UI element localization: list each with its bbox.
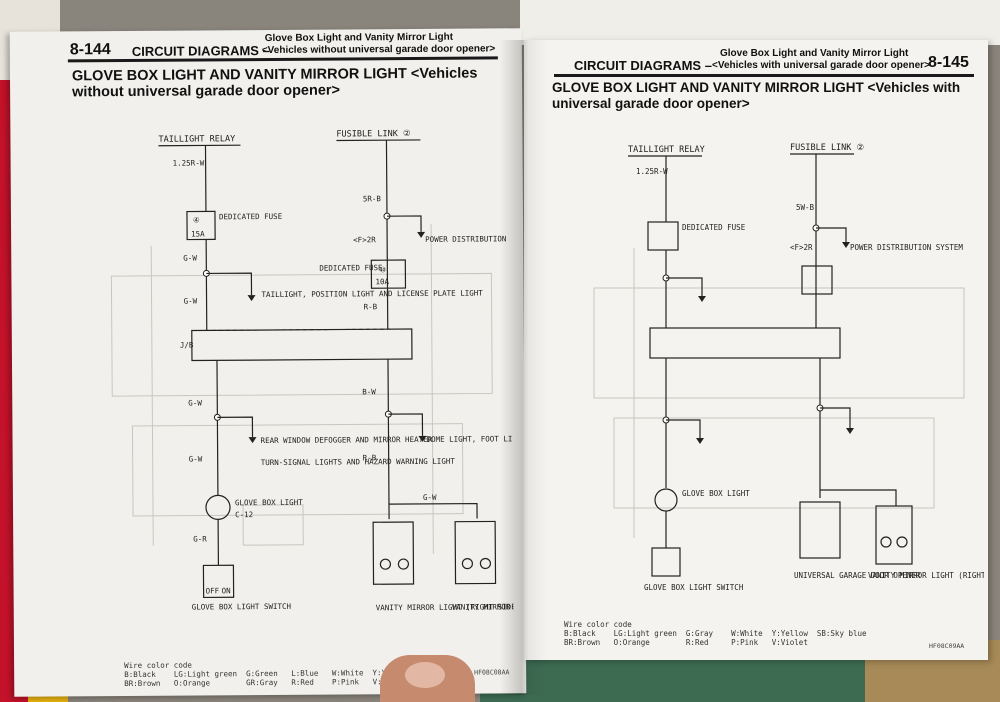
section-header: CIRCUIT DIAGRAMS – [574, 58, 712, 73]
bleed-through-lines [593, 248, 965, 538]
power-distribution-label: POWER DISTRIBUTION SYSTEM [425, 234, 514, 244]
bleed-through-lines [110, 223, 493, 554]
glove-box-switch-label: GLOVE BOX LIGHT SWITCH [644, 583, 744, 592]
dedicated-fuse-box [186, 210, 216, 241]
dedicated-fuse-label: DEDICATED FUSE [682, 223, 746, 232]
power-distribution-label: POWER DISTRIBUTION SYSTEM [850, 243, 963, 252]
vanity-mirror-light [875, 505, 913, 565]
dedicated-fuse-box [647, 221, 679, 251]
dome-light-note: DOME LIGHT, FOOT LIGHT AND LUGGAGE COMPA… [427, 433, 514, 444]
green-book-stand [480, 655, 865, 702]
vanity-mirror-light-2 [454, 520, 497, 585]
wire-bw: B-W [362, 387, 376, 396]
dedicated-fuse-label: DEDICATED FUSE [219, 212, 283, 221]
wire-gw-3: G-W [188, 398, 202, 407]
subheader-top: Glove Box Light and Vanity Mirror Light [720, 48, 909, 59]
circuit-diagram-right: TAILLIGHT RELAY FUSIBLE LINK ② 1.25R-W D… [593, 143, 984, 592]
thumbnail-nail [405, 662, 445, 688]
glove-box-light-label: GLOVE BOX LIGHT [235, 498, 303, 507]
rear-window-note: REAR WINDOW DEFOGGER AND MIRROR HEATER [261, 435, 433, 445]
f2r-label: <F>2R [353, 235, 376, 244]
garage-door-opener-label: UNIVERSAL GARAGE DOOR OPENER [794, 571, 921, 580]
vanity-right-label: VANITY MIRROR LIGHT (RIGHT SIDE) [376, 602, 514, 612]
taillight-note: TAILLIGHT, POSITION LIGHT AND LICENSE PL… [261, 288, 483, 299]
taillight-relay-label: TAILLIGHT RELAY [628, 145, 705, 155]
f2r-label: <F>2R [790, 243, 813, 252]
figure-code: HF08C09AA [929, 642, 965, 650]
fusible-link-label: FUSIBLE LINK ② [790, 143, 865, 153]
page-title-line1: GLOVE BOX LIGHT AND VANITY MIRROR LIGHT … [552, 80, 961, 95]
subheader-bottom: <Vehicles without universal garade door … [261, 43, 496, 57]
book-gutter-shadow [500, 40, 548, 695]
wire-label-1: 1.25R-W [173, 158, 205, 167]
background-wall [520, 0, 1000, 45]
subheader-top: Glove Box Light and Vanity Mirror Light [264, 31, 454, 45]
page-title-line1: GLOVE BOX LIGHT AND VANITY MIRROR LIGHT … [71, 65, 478, 85]
page-title-line2: without universal garade door opener> [72, 82, 341, 101]
junction-block [191, 328, 413, 362]
wire-label-1: 1.25R-W [636, 167, 668, 176]
header-rule [554, 74, 974, 77]
wire-label-2: 5W-B [796, 203, 815, 212]
subheader-bottom: <Vehicles with universal garade door ope… [712, 60, 930, 71]
wire-label-2: 5R-B [363, 194, 382, 203]
wire-color-legend-title: Wire color code [564, 620, 632, 629]
page-number: 8-145 [928, 54, 969, 71]
wire-gw-2: G-W [184, 296, 198, 305]
glove-box-switch-box [651, 547, 681, 577]
taillight-relay-label: TAILLIGHT RELAY [158, 134, 235, 145]
glove-box-switch-label: GLOVE BOX LIGHT SWITCH [192, 602, 292, 612]
section-header: CIRCUIT DIAGRAMS – [131, 42, 270, 59]
glove-box-light-label: GLOVE BOX LIGHT [682, 489, 750, 498]
glove-box-switch-box [202, 564, 235, 599]
dedicated-fuse-2-label: DEDICATED FUSE [319, 263, 383, 272]
turn-signal-note: TURN-SIGNAL LIGHTS AND HAZARD WARNING LI… [261, 457, 456, 467]
jb-label: J/B [180, 341, 194, 350]
switch-on: ON [222, 586, 231, 595]
fusible-link-label: FUSIBLE LINK ② [336, 129, 411, 140]
vanity-label: VANITY MIRROR LIGHT (RIGHT SIDE) [868, 571, 984, 580]
right-page: Glove Box Light and Vanity Mirror Light … [524, 40, 988, 660]
switch-off: OFF [206, 586, 220, 595]
page-number: 8-144 [69, 41, 111, 59]
fuse-number: ④ [193, 215, 200, 224]
wire-gw-1: G-W [183, 253, 197, 262]
wire-rb-1: R-B [364, 302, 378, 311]
wire-gr: G-R [193, 534, 207, 543]
wire-color-legend-title: Wire color code [124, 660, 192, 671]
fuse-amp: 15A [191, 229, 205, 238]
wire-color-legend-row2: BR:Brown O:Orange GR:Gray R:Red P:Pink V… [124, 677, 409, 689]
dedicated-fuse-2-box [370, 259, 407, 289]
wire-color-legend-row1: B:Black LG:Light green G:Gray W:White Y:… [564, 629, 867, 638]
left-page: 8-144 CIRCUIT DIAGRAMS – Glove Box Light… [9, 28, 527, 697]
garage-door-opener-box [799, 501, 841, 559]
junction-block [649, 327, 841, 359]
circuit-diagram-left: TAILLIGHT RELAY FUSIBLE LINK ② 1.25R-W ④… [110, 129, 514, 612]
wire-gw-5: G-W [423, 493, 437, 502]
fuse-2-number: ⑩ [379, 265, 386, 274]
wire-rb-2: R-B [363, 453, 377, 462]
dedicated-fuse-2-box [801, 265, 833, 295]
vanity-mirror-light-1 [372, 521, 415, 585]
fuse-2-amp: 10A [375, 277, 389, 286]
page-title-line2: universal garade door opener> [552, 96, 750, 111]
wire-gw-4: G-W [189, 454, 203, 463]
glove-box-c12: C-12 [235, 510, 253, 519]
wire-color-legend-row2: BR:Brown O:Orange R:Red P:Pink V:Violet [564, 638, 808, 647]
vanity-left-label: VANITY MIRROR LIGHT (RIGHT SIDE) [452, 602, 514, 612]
